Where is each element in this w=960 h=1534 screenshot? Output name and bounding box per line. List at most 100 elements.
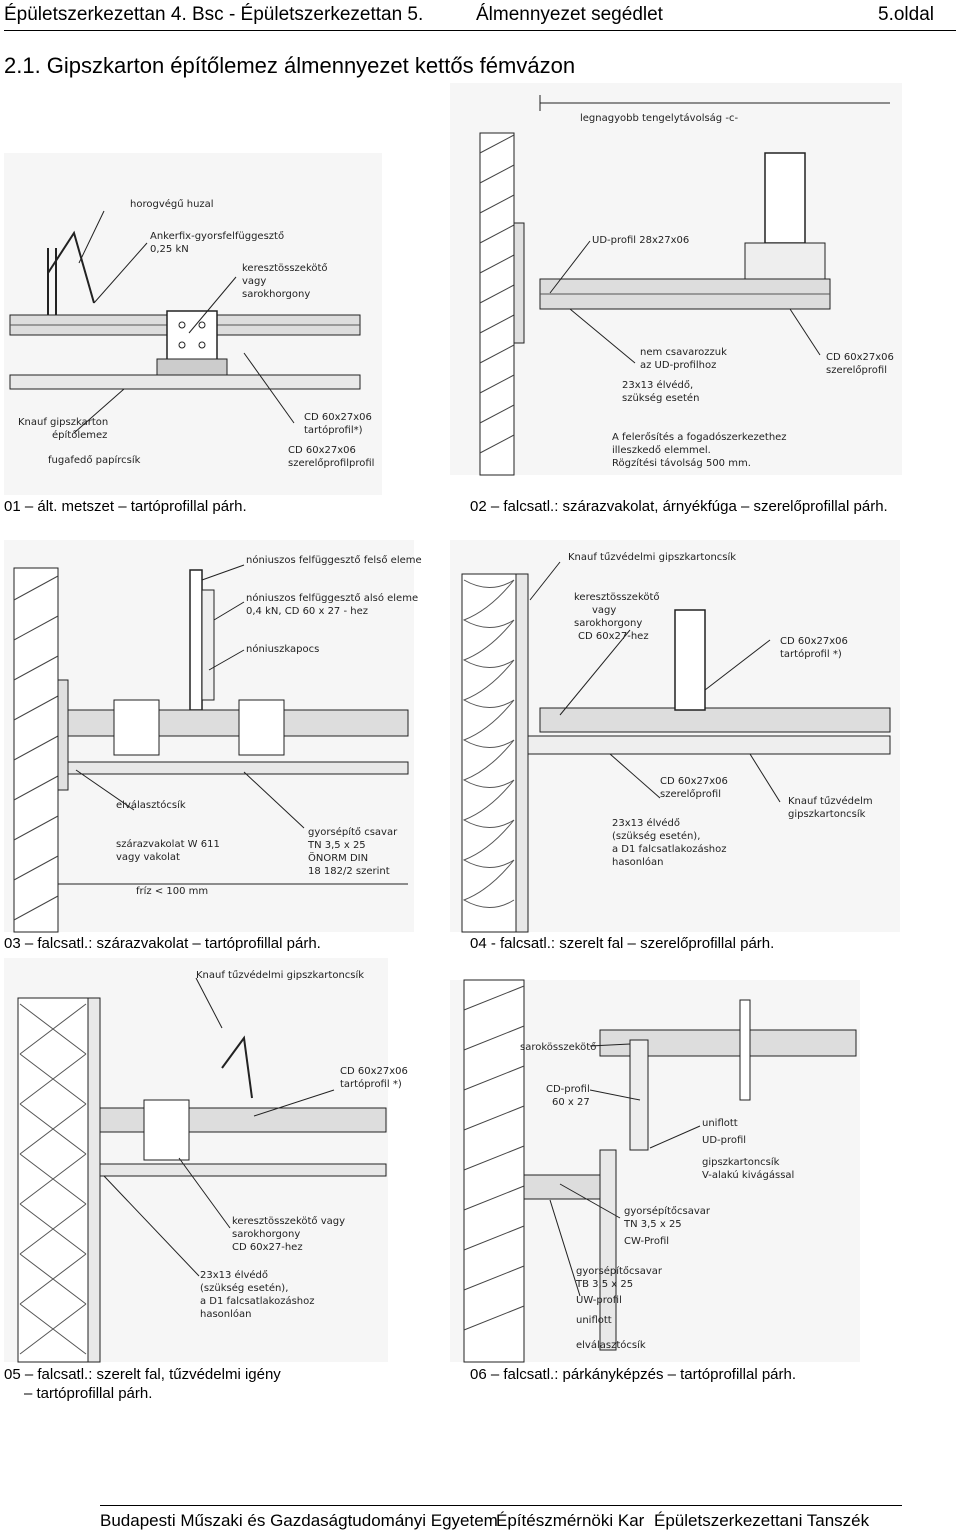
fig02-label: szerelőprofil xyxy=(826,364,887,376)
header-rule xyxy=(4,30,956,31)
fig01-label: keresztösszekötő xyxy=(242,262,328,274)
fig03-label: nóniuszos felfüggesztő alsó eleme xyxy=(246,592,418,604)
fig02-label: legnagyobb tengelytávolság -c- xyxy=(580,112,738,124)
fig06-label: uniflott xyxy=(576,1315,612,1326)
fig06-label: UW-profil xyxy=(576,1295,622,1306)
fig03-label: elválasztócsík xyxy=(116,799,186,811)
figure-04-caption: 04 - falcsatl.: szerelt fal – szerelőpro… xyxy=(470,935,775,952)
fig03-label: szárazvakolat W 611 xyxy=(116,838,220,850)
fig02-label: 23x13 élvédő, xyxy=(622,379,693,391)
figure-03: nóniuszos felfüggesztő felső eleme nóniu… xyxy=(4,540,422,933)
fig04-label: CD 60x27-hez xyxy=(578,631,649,642)
fig06-label: CD-profil xyxy=(546,1084,590,1095)
fig01-label: CD 60x27x06 xyxy=(304,412,372,423)
fig06-label: TN 3,5 x 25 xyxy=(623,1219,682,1230)
fig01-label: építőlemez xyxy=(52,429,107,441)
fig05-label: sarokhorgony xyxy=(232,1229,300,1240)
fig06-label: CW-Profil xyxy=(624,1236,669,1247)
fig04-label: CD 60x27x06 xyxy=(780,636,848,647)
fig03-label: fríz < 100 mm xyxy=(136,885,208,897)
figure-05-caption-line2: – tartóprofillal párh. xyxy=(24,1385,153,1402)
fig02-label: nem csavarozzuk xyxy=(640,347,727,358)
fig01-label: Knauf gipszkarton xyxy=(18,417,108,428)
fig06-label: TB 3,5 x 25 xyxy=(575,1279,633,1290)
fig03-label: TN 3,5 x 25 xyxy=(307,840,366,851)
fig04-label: a D1 falcsatlakozáshoz xyxy=(612,843,726,855)
fig05-label: (szükség esetén), xyxy=(200,1282,288,1294)
fig06-label: uniflott xyxy=(702,1118,738,1129)
header-page-number: 5.oldal xyxy=(878,4,934,25)
fig04-label: tartóprofil *) xyxy=(780,648,842,660)
fig03-label: nóniuszkapocs xyxy=(246,643,319,655)
figure-02-drawing: legnagyobb tengelytávolság -c- UD-profil… xyxy=(450,83,902,476)
fig03-label: gyorsépítő csavar xyxy=(308,826,398,838)
figure-05-drawing: Knauf tűzvédelmi gipszkartoncsík CD 60x2… xyxy=(4,958,408,1363)
fig04-label: (szükség esetén), xyxy=(612,830,700,842)
fig02-label: UD-profil 28x27x06 xyxy=(592,235,689,246)
fig01-label: horogvégű huzal xyxy=(130,198,214,210)
fig02-label: A felerősítés a fogadószerkezethez xyxy=(612,431,787,443)
fig04-label: gipszkartoncsík xyxy=(788,808,866,820)
figure-03-drawing: nóniuszos felfüggesztő felső eleme nóniu… xyxy=(4,540,422,933)
fig02-label: illeszkedő elemmel. xyxy=(612,444,711,456)
fig06-label: V-alakú kivágással xyxy=(702,1169,794,1181)
fig04-label: hasonlóan xyxy=(612,856,664,868)
fig04-label: sarokhorgony xyxy=(574,618,642,629)
fig01-label: vagy xyxy=(242,276,266,287)
fig05-label: Knauf tűzvédelmi gipszkartoncsík xyxy=(196,969,364,981)
fig04-label: 23x13 élvédő xyxy=(612,817,680,829)
fig01-label: tartóprofil*) xyxy=(304,424,363,436)
fig06-label: UD-profil xyxy=(702,1135,746,1146)
fig03-label: 18 182/2 szerint xyxy=(308,866,390,877)
fig05-label: a D1 falcsatlakozáshoz xyxy=(200,1295,314,1307)
fig06-label: gyorsépítőcsavar xyxy=(576,1265,663,1277)
fig01-label: szerelőprofilprofil xyxy=(288,457,374,469)
fig01-label: fugafedő papírcsík xyxy=(48,454,141,466)
figure-02-caption: 02 – falcsatl.: szárazvakolat, árnyékfúg… xyxy=(470,498,888,515)
figure-05-caption-line1: 05 – falcsatl.: szerelt fal, tűzvédelmi … xyxy=(4,1366,281,1383)
fig04-label: Knauf tűzvédelmi gipszkartoncsík xyxy=(568,551,736,563)
fig05-label: CD 60x27x06 xyxy=(340,1066,408,1077)
fig01-label: Ankerfix-gyorsfelfüggesztő xyxy=(150,230,284,242)
figure-06-drawing: sarokösszekötő CD-profil 60 x 27 uniflot… xyxy=(450,979,860,1363)
figure-01-drawing: horogvégű huzal Ankerfix-gyorsfelfüggesz… xyxy=(4,153,382,495)
figure-05-caption: 05 – falcsatl.: szerelt fal, tűzvédelmi … xyxy=(4,1365,281,1403)
fig06-label: gyorsépítőcsavar xyxy=(624,1205,711,1217)
fig06-label: 60 x 27 xyxy=(552,1097,590,1108)
fig05-label: hasonlóan xyxy=(200,1308,252,1320)
fig03-label: vagy vakolat xyxy=(116,852,180,863)
fig05-label: 23x13 élvédő xyxy=(200,1269,268,1281)
figure-05: Knauf tűzvédelmi gipszkartoncsík CD 60x2… xyxy=(4,958,408,1363)
fig05-label: CD 60x27-hez xyxy=(232,1242,303,1253)
footer-faculty: Építészmérnöki Kar xyxy=(496,1511,645,1530)
fig04-label: CD 60x27x06 xyxy=(660,776,728,787)
fig06-label: gipszkartoncsík xyxy=(702,1156,780,1168)
footer-rule xyxy=(100,1505,902,1506)
fig02-label: CD 60x27x06 xyxy=(826,352,894,363)
footer-university: Budapesti Műszaki és Gazdaságtudományi E… xyxy=(100,1511,498,1530)
figure-04-drawing: Knauf tűzvédelmi gipszkartoncsík kereszt… xyxy=(450,540,900,933)
fig01-label: CD 60x27x06 xyxy=(288,445,356,456)
fig04-label: keresztösszekötő xyxy=(574,591,660,603)
fig02-label: az UD-profilhoz xyxy=(640,360,716,371)
page-header: Épületszerkezettan 4. Bsc - Épületszerke… xyxy=(0,0,960,36)
footer-department: Épületszerkezettani Tanszék xyxy=(654,1511,870,1530)
fig03-label: ÖNORM DIN xyxy=(308,851,368,864)
fig01-label: 0,25 kN xyxy=(150,244,189,255)
fig05-label: tartóprofil *) xyxy=(340,1078,402,1090)
header-course: Épületszerkezettan 4. Bsc - Épületszerke… xyxy=(4,4,424,25)
fig02-label: Rögzítési távolság 500 mm. xyxy=(612,457,751,469)
header-doc-title: Álmennyezet segédlet xyxy=(476,4,663,25)
figure-06: sarokösszekötő CD-profil 60 x 27 uniflot… xyxy=(450,979,860,1363)
figure-03-caption: 03 – falcsatl.: szárazvakolat – tartópro… xyxy=(4,935,321,952)
section-title: 2.1. Gipszkarton építőlemez álmennyezet … xyxy=(4,53,576,78)
figure-04: Knauf tűzvédelmi gipszkartoncsík kereszt… xyxy=(450,540,900,933)
fig04-label: Knauf tűzvédelm xyxy=(788,795,873,807)
figure-02: legnagyobb tengelytávolság -c- UD-profil… xyxy=(450,83,902,476)
figure-01-caption: 01 – ált. metszet – tartóprofillal párh. xyxy=(4,498,247,515)
fig01-label: sarokhorgony xyxy=(242,289,310,300)
fig06-label: elválasztócsík xyxy=(576,1339,646,1351)
figure-01: horogvégű huzal Ankerfix-gyorsfelfüggesz… xyxy=(4,153,382,495)
fig04-label: vagy xyxy=(592,605,616,616)
fig04-label: szerelőprofil xyxy=(660,788,721,800)
